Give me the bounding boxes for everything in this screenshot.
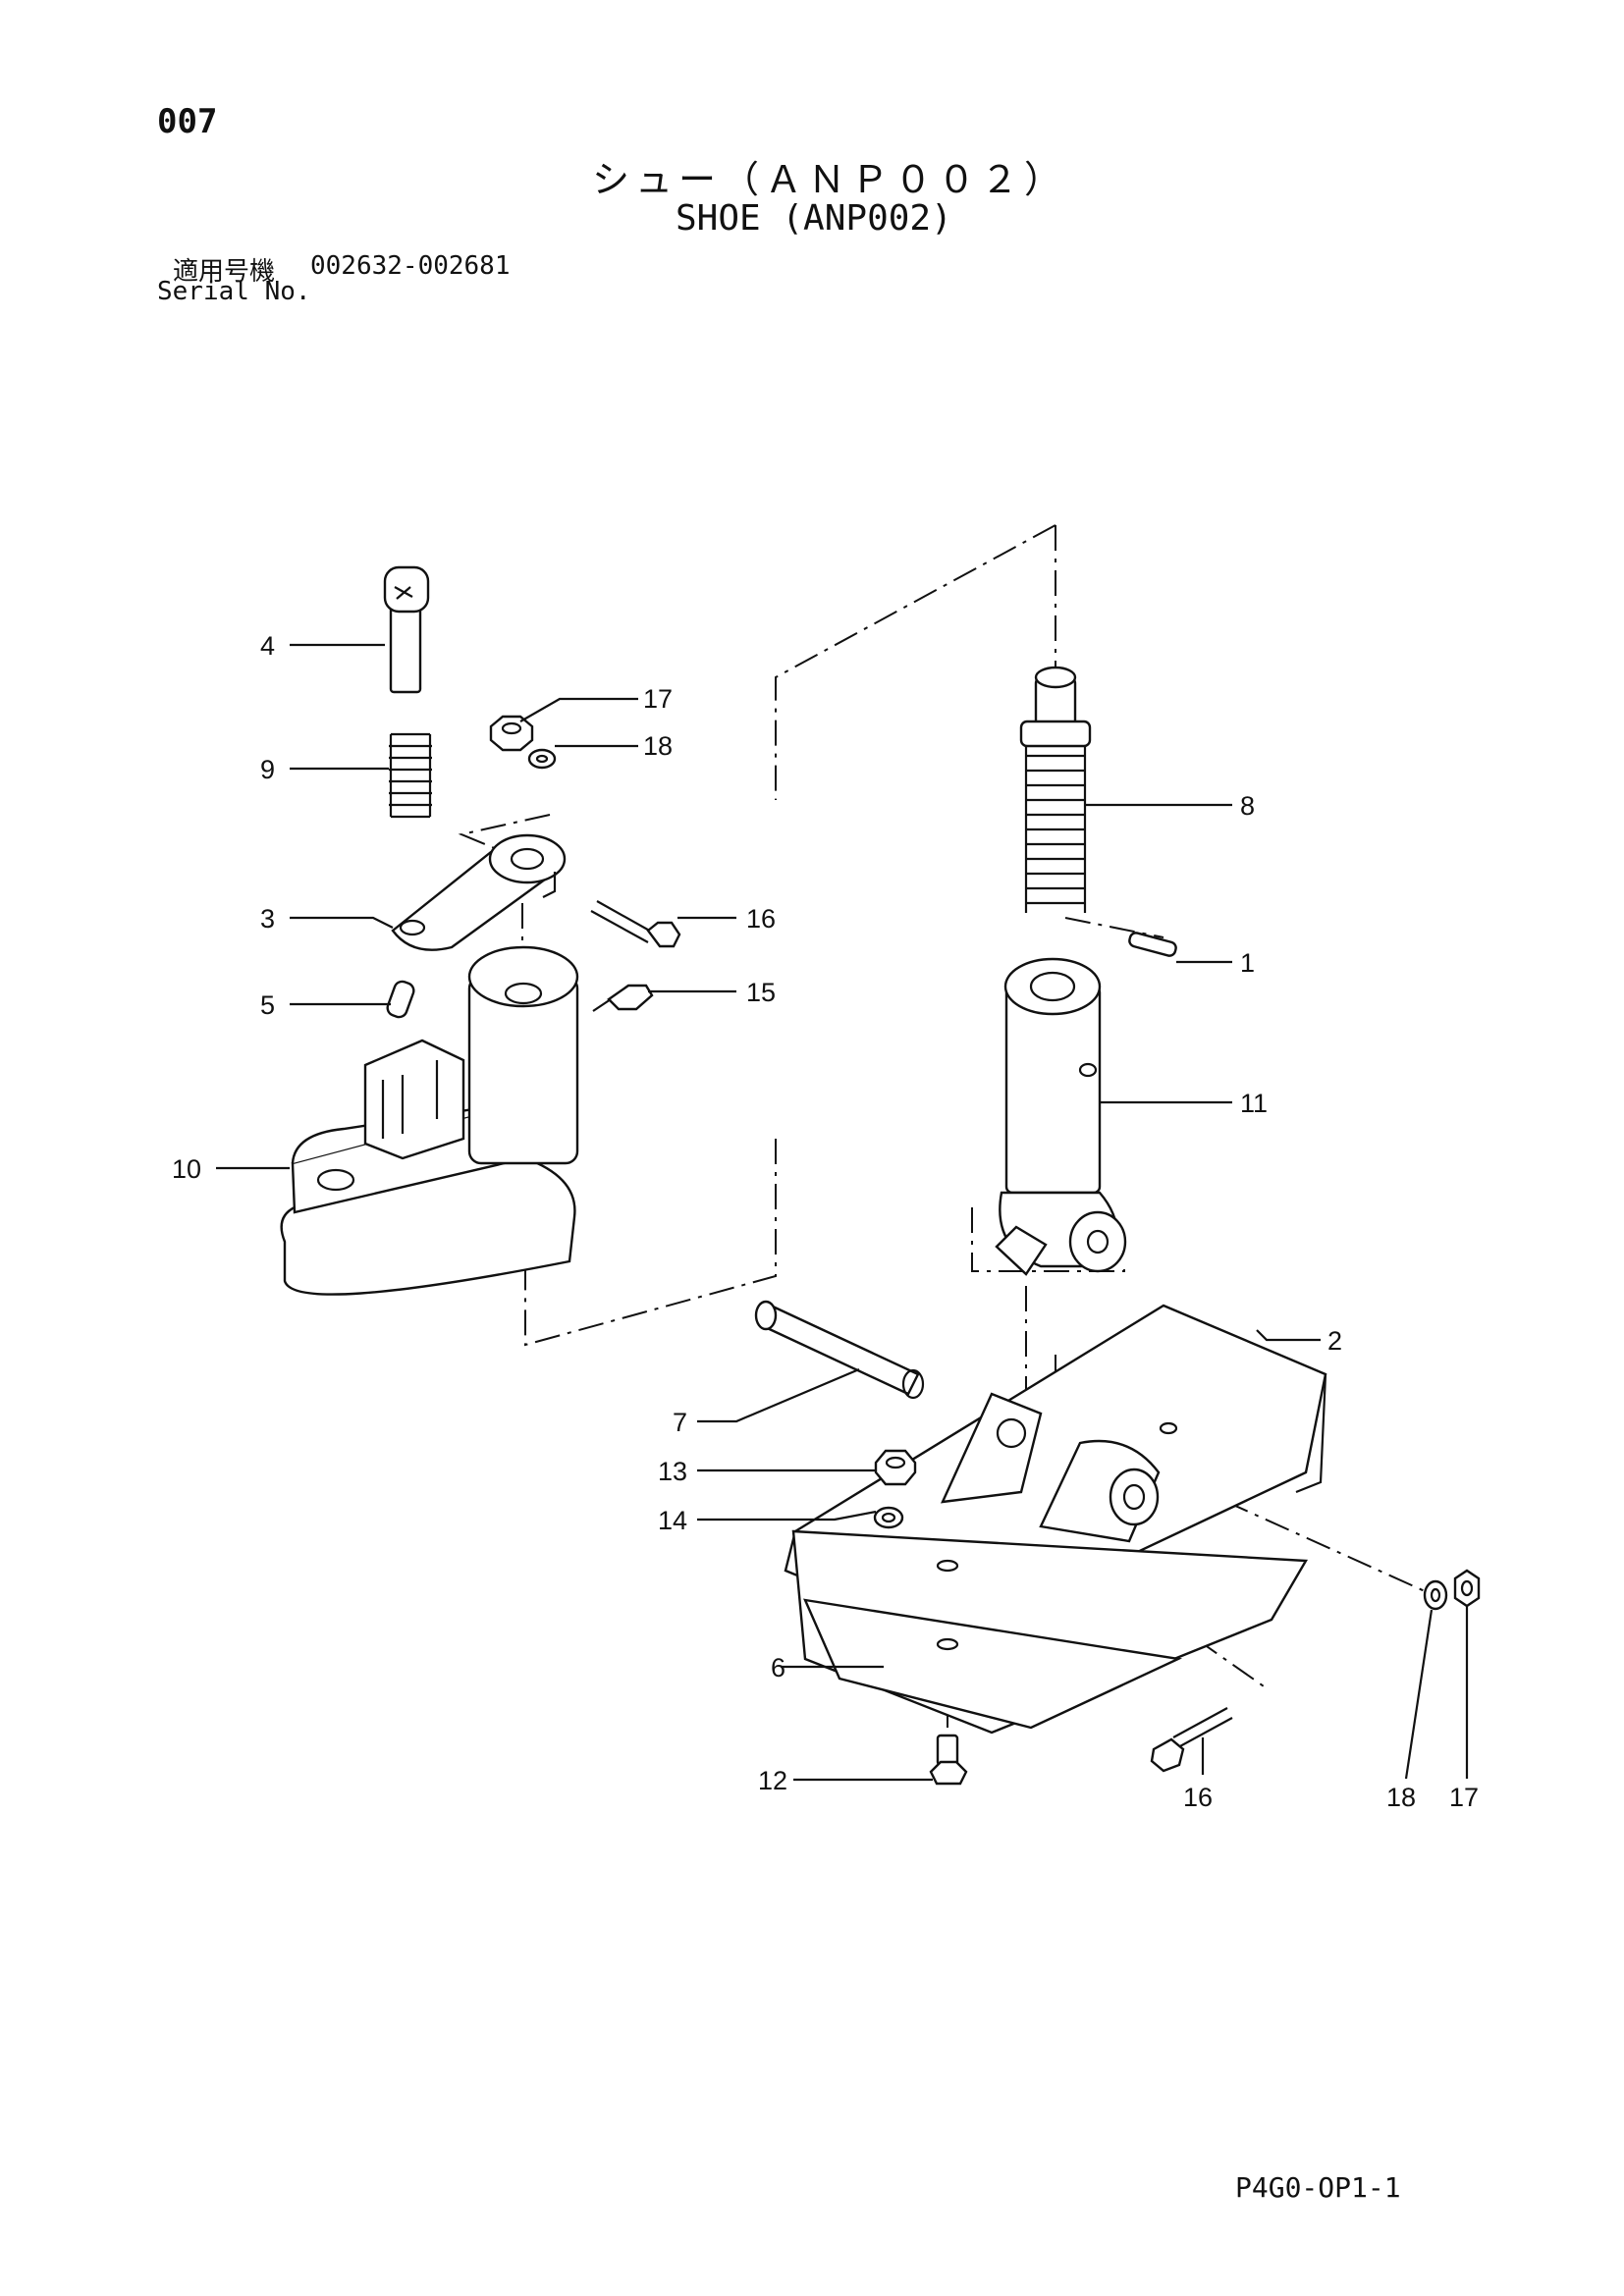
callout-16-upper: 16 bbox=[746, 904, 776, 934]
part-7-pin-shaft bbox=[754, 1300, 925, 1400]
page-number: 007 bbox=[157, 102, 218, 141]
callout-8: 8 bbox=[1240, 791, 1255, 821]
part-4-pin bbox=[383, 565, 430, 694]
part-9-spring bbox=[389, 732, 432, 819]
callout-17-lower: 17 bbox=[1449, 1783, 1479, 1812]
part-18-washer-upper bbox=[527, 748, 557, 770]
serial-label-english: Serial No. bbox=[157, 277, 311, 306]
part-15-grease-fitting bbox=[592, 984, 654, 1012]
page-title-english: SHOE (ANP002) bbox=[676, 198, 952, 239]
callout-5: 5 bbox=[260, 990, 275, 1020]
callout-14: 14 bbox=[658, 1506, 687, 1535]
callout-18-lower: 18 bbox=[1386, 1783, 1416, 1812]
callout-1: 1 bbox=[1240, 948, 1255, 978]
callout-18-upper: 18 bbox=[643, 731, 673, 761]
part-13-nut bbox=[874, 1449, 917, 1486]
part-3-lever bbox=[391, 833, 567, 951]
callout-numbers: 4 17 18 9 8 3 16 1 5 15 11 10 2 7 13 14 … bbox=[172, 631, 1479, 1812]
serial-range: 002632-002681 bbox=[310, 251, 511, 281]
callout-12: 12 bbox=[758, 1766, 787, 1795]
part-18-washer-lower bbox=[1423, 1579, 1448, 1611]
callout-13: 13 bbox=[658, 1457, 687, 1486]
part-16-bolt-upper bbox=[590, 900, 681, 948]
callout-10: 10 bbox=[172, 1154, 201, 1184]
part-10-holder bbox=[280, 945, 579, 1296]
part-17-nut-upper bbox=[489, 715, 534, 752]
part-17-nut-lower bbox=[1453, 1569, 1481, 1608]
part-12-bolt bbox=[929, 1734, 968, 1786]
part-1-pin bbox=[1128, 932, 1177, 957]
part-5-roll-pin bbox=[386, 980, 415, 1019]
serial-label-japanese: 適用号機 bbox=[173, 257, 276, 287]
leader-lines bbox=[216, 643, 1469, 1782]
callout-6: 6 bbox=[771, 1653, 785, 1682]
callout-17-upper: 17 bbox=[643, 684, 673, 714]
callout-4: 4 bbox=[260, 631, 275, 661]
callout-9: 9 bbox=[260, 755, 275, 784]
callout-16-lower: 16 bbox=[1183, 1783, 1213, 1812]
page-title-japanese: シュー（ＡＮＰ００２） bbox=[592, 158, 1068, 201]
drawing-code: P4G0-OP1-1 bbox=[1235, 2171, 1401, 2204]
callout-3: 3 bbox=[260, 904, 275, 934]
callout-15: 15 bbox=[746, 978, 776, 1007]
part-11-adjuster bbox=[995, 957, 1127, 1276]
part-16-bolt-lower bbox=[1150, 1707, 1233, 1773]
part-14-washer bbox=[873, 1506, 904, 1529]
callout-2: 2 bbox=[1327, 1326, 1342, 1356]
part-8-screw bbox=[1019, 666, 1092, 913]
part-6-wear-plate bbox=[791, 1529, 1309, 1735]
callout-11: 11 bbox=[1240, 1089, 1268, 1118]
callout-7: 7 bbox=[673, 1408, 687, 1437]
